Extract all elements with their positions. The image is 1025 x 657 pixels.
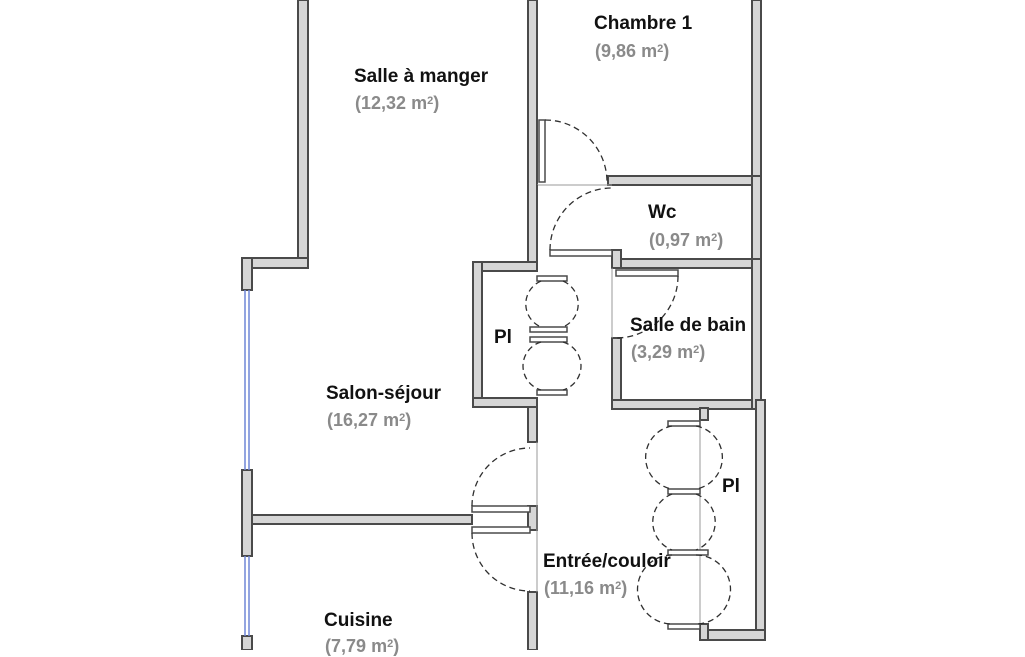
room-area-salle-de-bain: (3,29 m2) — [631, 342, 706, 362]
door-pl2-swing-f — [636, 554, 673, 625]
door-pl2-b — [667, 488, 701, 495]
door-wc-leaf — [549, 249, 613, 257]
door-pl1-d — [536, 389, 568, 396]
room-name-placard-2: Pl — [722, 476, 740, 497]
door-pl2-swing-d — [645, 425, 673, 490]
room-name-cuisine: Cuisine — [324, 610, 393, 631]
wall-chambre-bottom — [607, 175, 762, 186]
door-salon-swing — [471, 447, 531, 507]
placard1-left — [472, 261, 483, 408]
room-name-placard-1: Pl — [494, 327, 512, 348]
wall-left-mid — [241, 469, 253, 557]
door-pl2-swing-a — [695, 425, 723, 490]
wall-left-upper — [297, 0, 309, 269]
room-area-wc: (0,97 m2) — [649, 230, 724, 250]
wall-placard2-bottom — [699, 629, 766, 641]
room-area-salon-sejour: (16,27 m2) — [327, 410, 412, 430]
wall-salon-cuisine — [251, 514, 473, 525]
wall-left-lower — [241, 257, 253, 291]
door-pl1-c — [529, 336, 568, 343]
door-pl1-swing-b — [562, 341, 582, 391]
wall-placard2-stub-bottom — [699, 623, 709, 641]
wall-central-upper — [527, 0, 538, 269]
door-pl2-swing-b — [695, 493, 716, 551]
room-area-chambre: (9,86 m2) — [595, 41, 670, 61]
room-name-wc: Wc — [648, 202, 677, 223]
room-area-salle-a-manger: (12,32 m2) — [355, 93, 440, 113]
door-chambre-leaf — [538, 119, 546, 183]
room-name-entree-couloir: Entrée/couloir — [543, 551, 671, 572]
room-name-salle-a-manger: Salle à manger — [354, 66, 489, 87]
wall-sdb-left — [611, 337, 622, 409]
door-salon-leaf — [471, 505, 531, 513]
room-name-salon-sejour: Salon-séjour — [326, 383, 442, 404]
doors — [471, 119, 732, 630]
door-sdb-leaf — [615, 269, 679, 277]
wall-wc-right — [751, 175, 762, 269]
door-cuisine-leaf — [471, 526, 531, 534]
door-pl1-swing-a — [562, 280, 579, 328]
wall-wc-bottom — [611, 258, 762, 269]
door-wc-swing — [549, 187, 613, 251]
wall-central-lower — [527, 591, 538, 650]
door-pl2-c — [667, 549, 709, 556]
wall-sdb-right — [751, 258, 762, 410]
door-pl2-swing-c — [695, 554, 732, 625]
door-sdb-swing — [615, 275, 679, 339]
door-pl2-a — [667, 420, 701, 427]
wall-wc-left — [611, 249, 622, 269]
placard1-bottom — [472, 397, 538, 408]
door-pl1-a — [536, 275, 568, 282]
wall-sdb-bottom — [611, 399, 762, 410]
walls — [241, 0, 766, 650]
door-chambre-swing — [544, 119, 608, 183]
door-pl1-swing-d — [522, 341, 542, 391]
room-name-salle-de-bain: Salle de bain — [630, 315, 747, 336]
door-pl2-d — [667, 623, 701, 630]
wall-placard2-stub — [699, 407, 709, 421]
wall-left-bottom — [241, 635, 253, 650]
thin-lines — [536, 184, 701, 624]
wall-right-lower — [755, 399, 766, 641]
door-pl2-swing-e — [652, 493, 673, 551]
door-pl1-b — [529, 326, 568, 333]
room-area-entree-couloir: (11,16 m2) — [544, 578, 628, 598]
door-cuisine-swing — [471, 532, 531, 592]
room-area-cuisine: (7,79 m2) — [325, 636, 400, 656]
door-pl1-swing-c — [525, 280, 542, 328]
room-name-chambre: Chambre 1 — [594, 13, 693, 34]
wall-chambre-right — [751, 0, 762, 191]
